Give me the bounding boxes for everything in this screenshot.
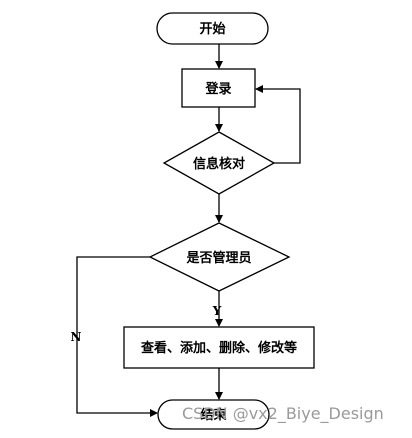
login-node: [181, 68, 256, 108]
csdn-watermark: CSDN @vx2_Biye_Design: [182, 404, 384, 423]
is-admin-label: 是否管理员: [185, 250, 251, 266]
start-label: 开始: [199, 21, 225, 37]
edge-verify-loop: [255, 85, 301, 164]
login-label: 登录: [204, 81, 231, 97]
start-node: [156, 12, 269, 45]
end-label: 结束: [200, 407, 227, 423]
edge-no-label: N: [71, 330, 82, 344]
edge-admin-end-no: [76, 256, 158, 417]
edge-yes-label: Y: [212, 304, 222, 318]
end-node: [157, 399, 270, 430]
actions-label: 查看、添加、删除、修改等: [140, 340, 297, 356]
verify-label: 信息核对: [193, 156, 245, 172]
